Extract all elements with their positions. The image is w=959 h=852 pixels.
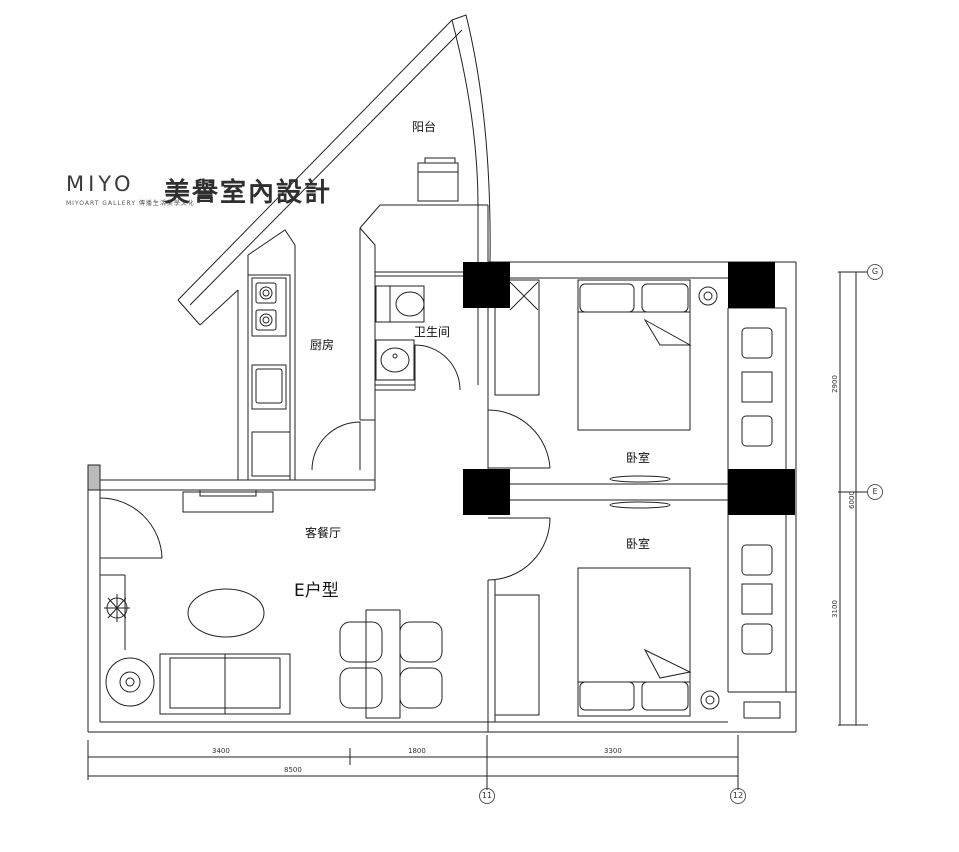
cooktop [251, 277, 287, 337]
toilet [375, 285, 425, 323]
room-label-bathroom: 卫生间 [414, 325, 451, 339]
room-label-balcony: 阳台 [412, 120, 437, 134]
balcony-outer-wall [451, 14, 491, 263]
bed-top [577, 279, 691, 431]
dimension-right-1: 2900 [830, 375, 839, 393]
axis-marker-g: G [867, 264, 883, 280]
brand-name: 美譽室內設計 [164, 178, 333, 208]
brand-logo: MIYO MIYOART GALLERY 傳播生活美學文化 美譽室內設計 [66, 172, 386, 212]
basin [375, 339, 415, 381]
washing-machine [417, 162, 459, 202]
axis-marker-e: E [867, 484, 883, 500]
wardrobe-bottom [494, 594, 540, 716]
bed-bottom [577, 567, 691, 717]
unit-type-label: E户型 [294, 581, 339, 601]
room-label-bedroom-top: 卧室 [626, 451, 651, 465]
dimension-bottom-1: 3400 [212, 747, 230, 755]
dimension-bottom-2: 1800 [408, 747, 426, 755]
wardrobe-top [494, 279, 540, 396]
room-label-bedroom-bottom: 卧室 [626, 537, 651, 551]
coffee-table [187, 588, 265, 638]
dimension-bottom-3: 3300 [604, 747, 622, 755]
axis-marker-12: 12 [730, 788, 746, 804]
kitchen-sink [251, 364, 287, 410]
balcony-inner-wall [451, 19, 479, 206]
dining-table [365, 609, 401, 719]
dimension-right-total: 6000 [847, 491, 856, 509]
room-label-kitchen: 厨房 [310, 338, 335, 352]
axis-marker-11: 11 [479, 788, 495, 804]
dimension-right-2: 3100 [830, 600, 839, 618]
tv-cabinet [182, 491, 274, 513]
room-label-living-dining: 客餐厅 [305, 526, 342, 540]
kitchen-counter [247, 274, 291, 481]
dimension-bottom-total: 8500 [284, 766, 302, 774]
brand-tagline: MIYOART GALLERY 傳播生活美學文化 [66, 200, 195, 207]
brand-latin: MIYO [66, 172, 135, 196]
